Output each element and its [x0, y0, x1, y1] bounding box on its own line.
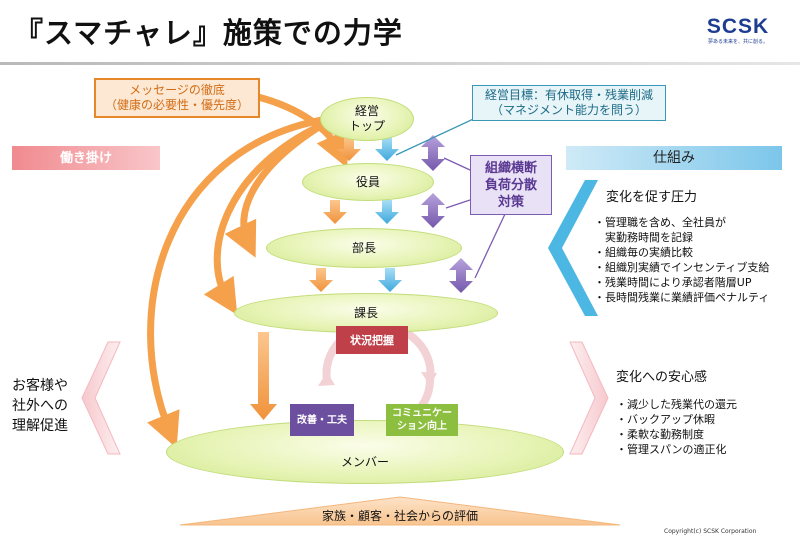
assurance-item: ・管理スパンの適正化	[616, 443, 727, 456]
assurance-section: 変化への安心感 ・減少した残業代の還元 ・バックアップ休暇 ・柔軟な勤務制度 ・…	[616, 366, 737, 457]
assurance-title: 変化への安心感	[616, 370, 708, 385]
cross-org-line2: 負荷分散	[484, 177, 537, 193]
cross-org-line3: 対策	[497, 194, 524, 210]
node-top-management: 経営 トップ	[320, 97, 414, 141]
right-pink-chevron-shape	[569, 341, 609, 455]
cross-org-line1: 組織横断	[484, 160, 537, 176]
pressure-item: ・管理職を含め、全社員が	[594, 216, 726, 229]
customers-text: お客様や 社外への 理解促進	[12, 376, 68, 436]
callout-connectors	[395, 114, 506, 279]
message-callout: メッセージの徹底 （健康の必要性・優先度）	[94, 78, 260, 118]
page-title: 『スマチャレ』施策での力学	[14, 16, 403, 50]
node-top-line2: トップ	[348, 119, 385, 133]
communication-box: コミュニケー ション向上	[386, 404, 458, 436]
pressure-section: 変化を促す圧力 ・管理職を含め、全社員が 実勤務時間を記録 ・組織毎の実績比較 …	[594, 186, 769, 305]
purple-double-arrows	[421, 135, 473, 293]
status-box: 状況把握	[336, 326, 408, 354]
logo-name: SCSK	[706, 15, 770, 38]
hataraki-label: 働き掛け	[12, 146, 160, 170]
blue-down-arrows	[375, 137, 402, 292]
goal-callout: 経営目標：有休取得・残業削減 （マネジメント能力を問う）	[472, 85, 666, 121]
bottom-banner-shape	[179, 496, 621, 526]
title-divider	[0, 62, 800, 65]
pressure-item: ・残業時間により承認者階層UP	[594, 276, 752, 289]
goal-callout-line2: （マネジメント能力を問う）	[490, 103, 647, 117]
assurance-item: ・減少した残業代の還元	[616, 398, 737, 411]
copyright: Copyright(c) SCSK Corporation	[664, 528, 757, 535]
pressure-item: 実勤務時間を記録	[594, 231, 693, 244]
communication-line2: ション向上	[397, 421, 447, 432]
customers-line2: 社外への	[12, 398, 68, 414]
pressure-item: ・長時間残業に業績評価ペナルティ	[594, 291, 770, 304]
shikumi-label: 仕組み	[566, 146, 782, 170]
company-logo: SCSK 夢ある未来を、共に創る。	[688, 15, 788, 46]
node-section-head-label: 課長	[353, 305, 378, 320]
node-executives-label: 役員	[355, 174, 380, 189]
node-top-line1: 経営	[354, 104, 379, 118]
logo-tagline: 夢ある未来を、共に創る。	[707, 39, 768, 45]
influence-curves	[147, 93, 349, 449]
improve-box: 改善・工夫	[290, 404, 354, 436]
message-callout-line2: （健康の必要性・優先度）	[104, 98, 249, 112]
pressure-title: 変化を促す圧力	[606, 190, 698, 205]
communication-line1: コミュニケー	[392, 408, 452, 419]
node-members-label: メンバー	[340, 454, 389, 469]
pressure-item: ・組織毎の実績比較	[594, 246, 693, 259]
right-blue-chevron-shape	[548, 180, 598, 316]
left-chevron-shape	[81, 341, 121, 455]
assurance-item: ・柔軟な勤務制度	[616, 428, 704, 441]
node-members: メンバー	[166, 420, 564, 484]
cross-org-callout: 組織横断 負荷分散 対策	[470, 155, 552, 215]
customers-line1: お客様や	[12, 378, 68, 394]
node-department-head: 部長	[266, 228, 462, 268]
goal-callout-line1: 経営目標：有休取得・残業削減	[484, 88, 653, 102]
message-callout-line1: メッセージの徹底	[129, 83, 225, 97]
assurance-item: ・バックアップ休暇	[616, 413, 715, 426]
node-executives: 役員	[302, 163, 434, 201]
bottom-banner: 家族・顧客・社会からの評価	[321, 509, 478, 523]
orange-down-arrows	[250, 137, 361, 420]
pressure-item: ・組織別実績でインセンティブ支給	[594, 261, 770, 274]
customers-line3: 理解促進	[12, 418, 68, 434]
node-department-head-label: 部長	[351, 240, 376, 255]
